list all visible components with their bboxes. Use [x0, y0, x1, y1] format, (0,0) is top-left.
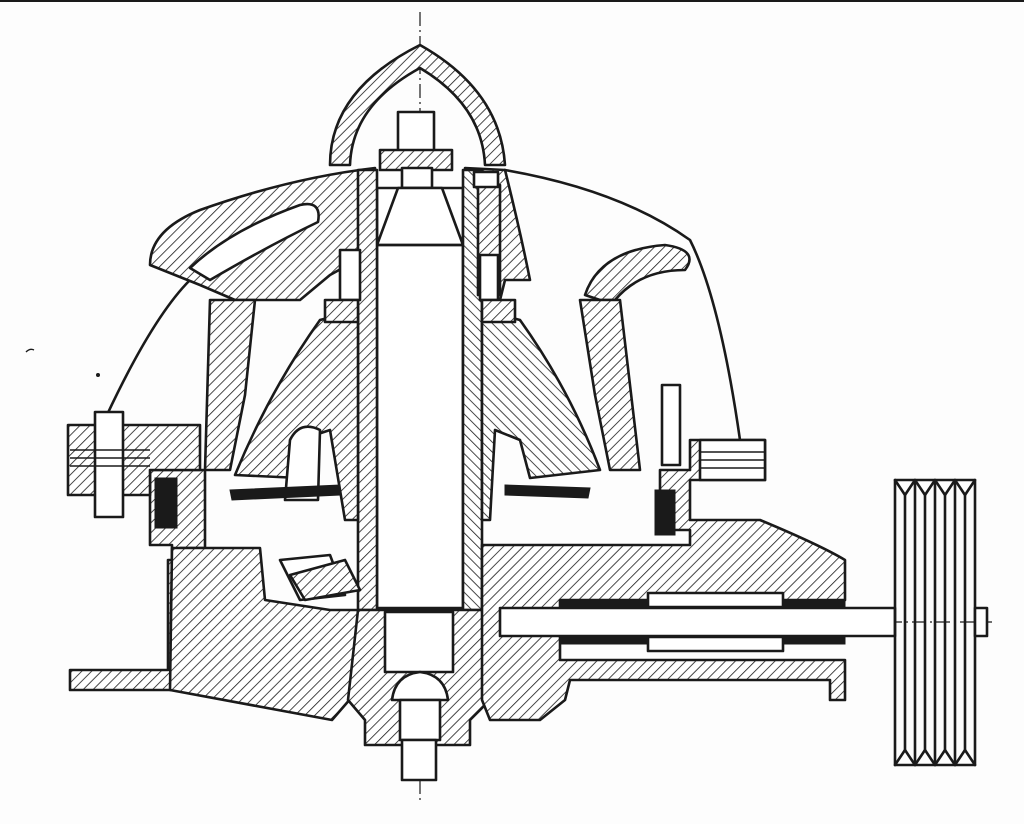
- bearing-lower: [646, 635, 785, 653]
- v-belt-pulley: [893, 478, 977, 767]
- crushing-cone-right: [480, 308, 602, 522]
- pulley-shaft-end: [973, 606, 989, 638]
- hub-bolt-left: [338, 248, 362, 302]
- hub-bolt-right: [478, 253, 500, 302]
- left-flange-bolt: [93, 410, 125, 519]
- concave-ring-left: [203, 298, 257, 472]
- discharge-plate-right: [504, 484, 591, 499]
- ink-speck: [96, 373, 100, 377]
- right-adjust-bolt: [660, 383, 682, 467]
- left-seal-block: [154, 477, 178, 529]
- dome-outline-right: [503, 168, 742, 442]
- countershaft: [498, 606, 897, 638]
- right-seal-block: [654, 489, 676, 536]
- ink-mark: [25, 348, 35, 353]
- top-nut-lower: [400, 166, 434, 190]
- bottom-shaft-bore: [383, 610, 455, 674]
- bearing-upper: [646, 591, 785, 609]
- main-shaft: [375, 186, 465, 610]
- bottom-nut: [398, 698, 442, 742]
- collar-plate-left: [323, 298, 360, 324]
- bowl-lip-right: [583, 243, 691, 302]
- right-housing: [480, 438, 847, 722]
- hopper-left-slot: [188, 202, 320, 282]
- bevel-gear-left: [288, 558, 362, 602]
- sleeve-left-wall: [356, 168, 379, 612]
- dome-outline-left: [98, 278, 192, 432]
- concave-ring-right: [578, 298, 642, 472]
- top-shaft-nut: [396, 110, 436, 154]
- upper-right-bolt-head: [472, 170, 500, 189]
- top-lifting-bow: [328, 43, 507, 167]
- discharge-plate-left: [229, 484, 341, 501]
- bottom-nut-dome: [390, 670, 450, 702]
- bottom-bolt: [400, 738, 438, 782]
- collar-plate-right: [480, 298, 517, 324]
